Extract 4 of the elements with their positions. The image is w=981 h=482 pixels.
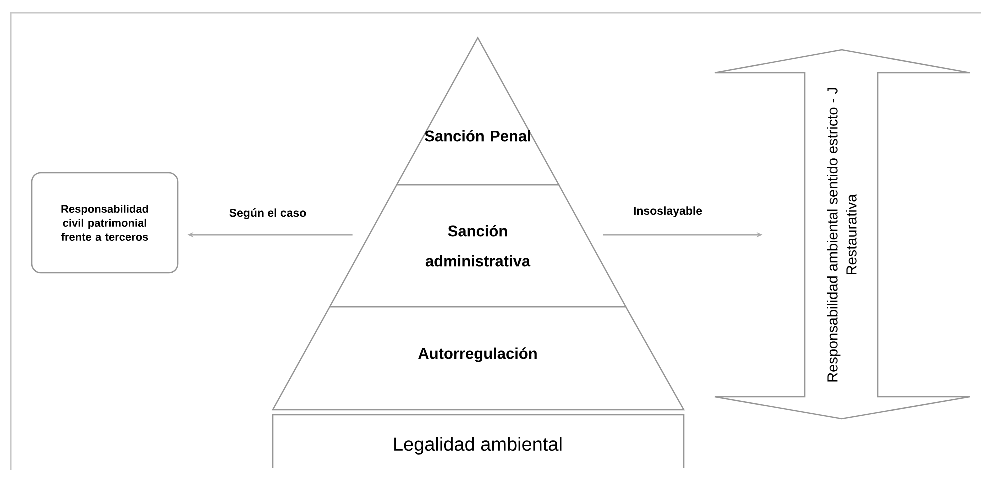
base-block: Legalidad ambiental bbox=[272, 414, 685, 468]
edge-label: Insoslayable bbox=[632, 206, 704, 218]
rounded-box: Responsabilidad civil patrimonial frente a terceros bbox=[31, 172, 179, 274]
edge-label: Según el caso bbox=[228, 208, 308, 220]
